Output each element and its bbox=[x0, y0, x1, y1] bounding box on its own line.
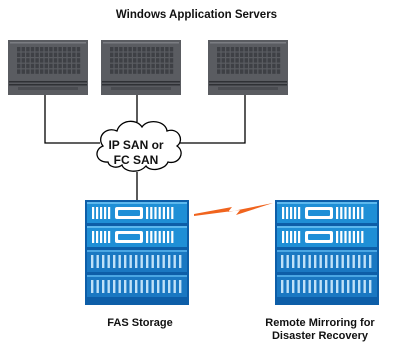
server-icon bbox=[8, 40, 88, 95]
san-cloud-icon bbox=[96, 120, 182, 172]
connector-lines bbox=[44, 95, 246, 200]
server-group bbox=[8, 40, 288, 95]
lightning-link-icon bbox=[194, 203, 273, 216]
cloud-label-line1: IP SAN or bbox=[108, 138, 164, 152]
server-left-line bbox=[44, 95, 100, 144]
server-icon bbox=[208, 40, 288, 95]
cloud-label-line2: FC SAN bbox=[113, 153, 159, 167]
fas-storage-label: FAS Storage bbox=[107, 317, 173, 329]
mirror-label-line1: Remote Mirroring for bbox=[265, 317, 375, 329]
server-right-line bbox=[178, 95, 246, 144]
fas-storage-array-icon bbox=[85, 200, 189, 305]
mirror-storage-array-icon bbox=[275, 200, 379, 305]
mirror-label-line2: Disaster Recovery bbox=[271, 330, 368, 342]
diagram-title: Windows Application Servers bbox=[115, 9, 278, 21]
server-icon bbox=[101, 40, 181, 95]
